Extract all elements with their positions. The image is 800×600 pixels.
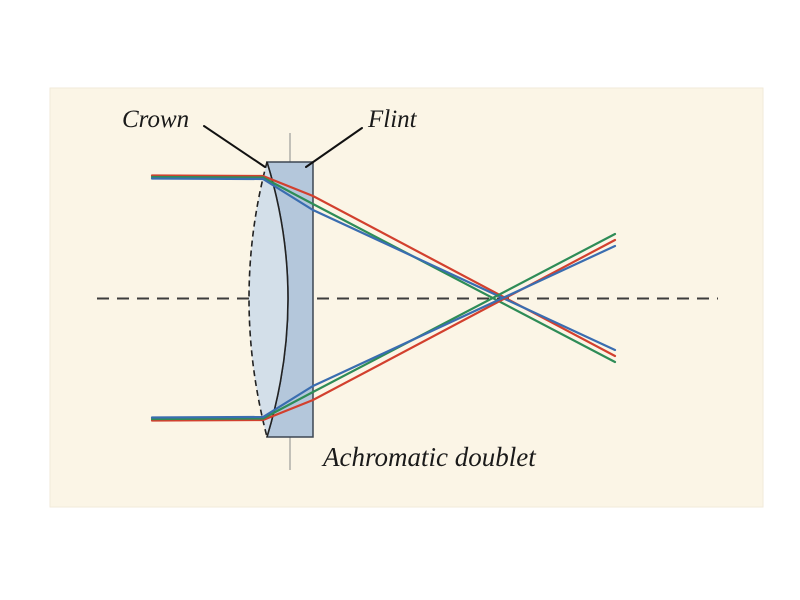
crown-leader-line (203, 125, 266, 168)
figure-panel-edge (49, 87, 764, 508)
blue-ray-upper (150, 177, 617, 352)
green-ray-upper (150, 175, 617, 364)
red-ray-upper (150, 174, 617, 358)
crown-lens-shape (249, 162, 288, 437)
crown-flint-interface (266, 161, 289, 438)
crown-left-surface-dashed (248, 161, 268, 438)
crown-label: Crown (122, 106, 189, 133)
blue-ray-lower (150, 244, 617, 419)
red-ray-lower (150, 238, 617, 422)
figure-caption: Achromatic doublet (321, 442, 537, 472)
flint-leader-line (305, 127, 363, 168)
green-ray-lower (150, 232, 617, 421)
flint-label: Flint (367, 106, 418, 133)
